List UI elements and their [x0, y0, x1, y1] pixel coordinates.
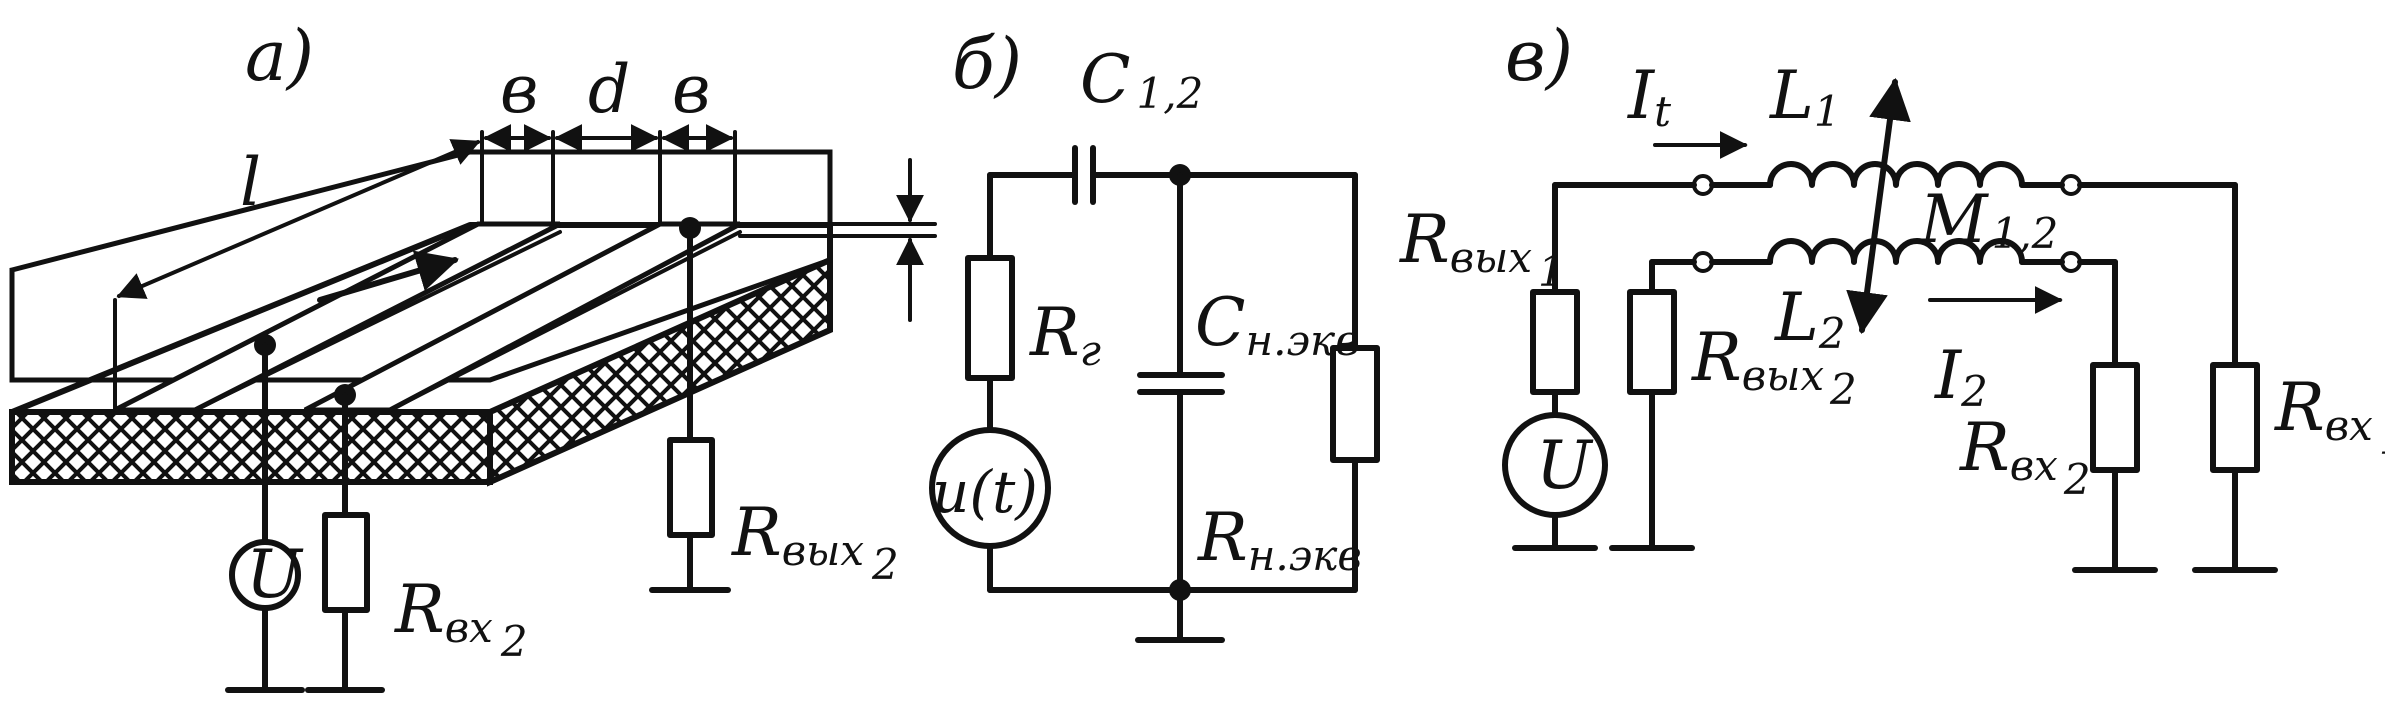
label-c-load: Cн.экв: [1195, 284, 1360, 365]
resistor-r-in-1-v: [2210, 362, 2260, 473]
source-symbol-v: U: [1536, 427, 1594, 504]
label-current-i2: I2: [1934, 337, 1988, 416]
substrate-front-face: [9, 409, 493, 485]
substrate: [9, 149, 833, 487]
panel-b-label: б): [952, 23, 1022, 105]
dim-gap: d: [588, 51, 630, 128]
dim-width-right: в: [672, 51, 710, 128]
label-r-load: Rн.экв: [1197, 499, 1362, 580]
label-m12: M1,2: [1919, 181, 2058, 258]
mutual-coupling-arrow: [1846, 77, 1911, 335]
resistor-r-out-1: [1530, 289, 1580, 395]
label-current-i1: It: [1627, 57, 1671, 136]
substrate-side-face: [487, 255, 833, 487]
source-u-t-label: u(t): [932, 458, 1038, 526]
resistor-r-out-2-v: [1627, 289, 1677, 395]
dim-length: l: [240, 144, 261, 221]
resistor-r-in-2-v: [2090, 362, 2140, 473]
label-r-gen: Rг: [1029, 294, 1101, 375]
source-symbol-a: U: [246, 536, 304, 613]
label-l2: L2: [1774, 279, 1846, 358]
resistor-r-gen: [965, 255, 1015, 381]
panel-a: а) в d в: [9, 15, 937, 693]
dim-width-left: в: [500, 51, 538, 128]
dimension-lines: в d в l: [113, 51, 937, 412]
panel-v-label: в): [1505, 15, 1573, 97]
panel-a-label: а): [245, 15, 314, 97]
label-l1: L1: [1769, 57, 1841, 136]
label-r-in-1-v: Rвх1: [2274, 369, 2385, 464]
resistor-r-in-2: [322, 512, 370, 613]
resistor-r-out-2: [667, 437, 715, 538]
